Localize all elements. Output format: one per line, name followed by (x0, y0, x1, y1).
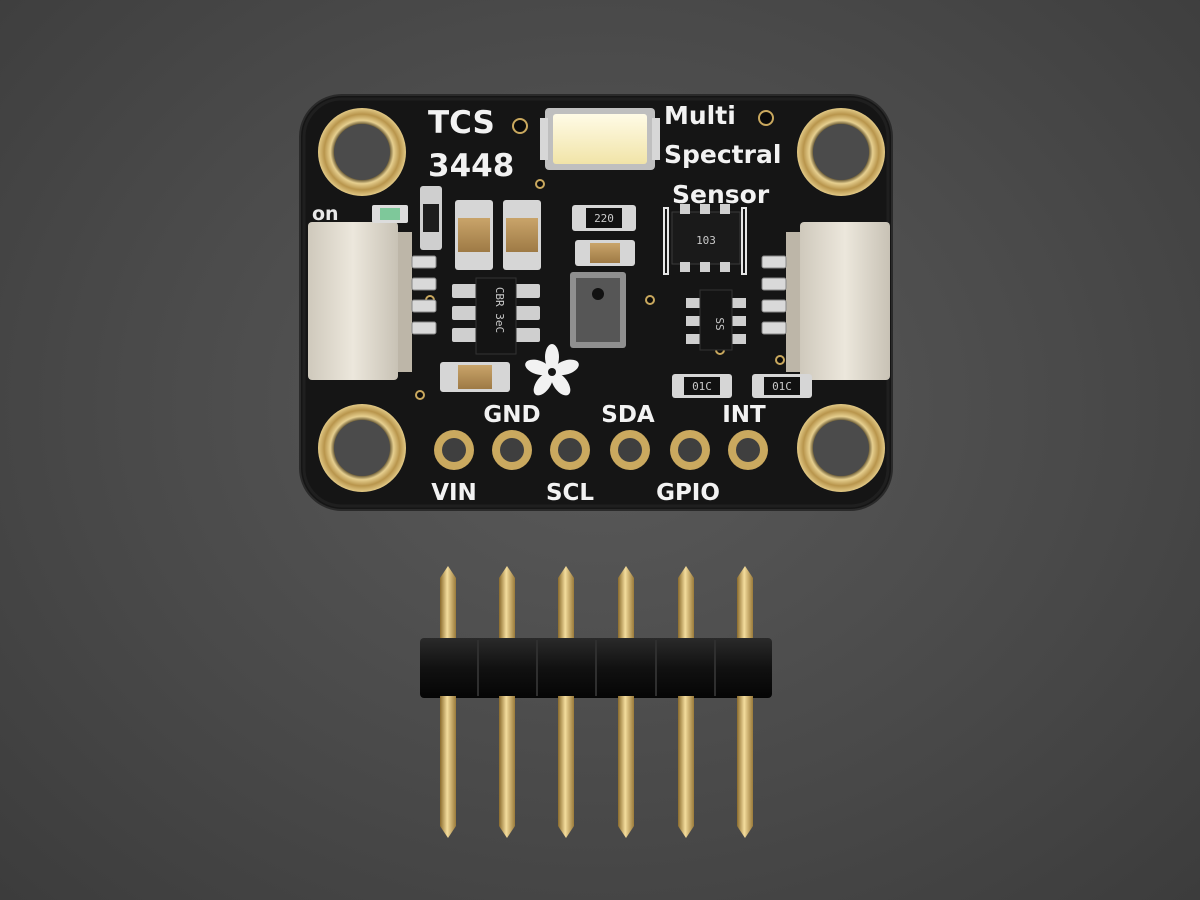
adafruit-star-logo (525, 344, 579, 396)
pad-int (728, 430, 768, 470)
pin-label-scl: SCL (546, 480, 594, 506)
resistor-marking-b: 01C (772, 380, 792, 393)
pad-vin (434, 430, 474, 470)
resistor-marking: 220 (594, 212, 614, 225)
pad-sda (610, 430, 650, 470)
pin-header (420, 566, 772, 838)
tcs3448-sensor-chip (570, 272, 626, 348)
pin-label-int: INT (722, 402, 766, 428)
header-pads (434, 430, 768, 470)
board-title-line1: TCS (428, 105, 495, 141)
stemma-connector-left (308, 222, 437, 380)
power-led (372, 205, 408, 223)
pad-gpio (670, 430, 710, 470)
level-shifter-chip: SS (686, 289, 746, 351)
pin-label-sda: SDA (601, 402, 655, 428)
transistor-marking: 103 (696, 234, 716, 247)
board-desc-line1: Multi (664, 101, 736, 130)
shifter-marking: SS (713, 317, 726, 330)
board-title-line2: 3448 (428, 148, 514, 184)
regulator-marking: CBR 3eC (493, 287, 506, 333)
resistor-220: 220 (572, 205, 636, 231)
resistor-marking-a: 01C (692, 380, 712, 393)
transistor-103: 103 (671, 204, 741, 272)
pad-gnd (492, 430, 532, 470)
pin-label-gnd: GND (483, 402, 540, 428)
header-pins-top (440, 566, 753, 645)
board-desc-line2: Spectral (664, 140, 781, 169)
capacitors (420, 186, 635, 392)
mounting-holes (318, 108, 885, 492)
board-desc-line3: Sensor (672, 180, 770, 209)
white-led (540, 108, 660, 170)
pin-label-gpio: GPIO (656, 480, 720, 506)
silkscreen-outlines (663, 207, 747, 275)
resistor-01c-left: 01C (672, 374, 732, 398)
pad-scl (550, 430, 590, 470)
resistor-01c-right: 01C (752, 374, 812, 398)
regulator-chip: CBR 3eC (452, 277, 540, 355)
stemma-connector-right (761, 222, 890, 380)
header-pins-bottom (440, 696, 753, 838)
power-led-label: on (312, 203, 339, 225)
pin-label-vin: VIN (431, 480, 477, 506)
